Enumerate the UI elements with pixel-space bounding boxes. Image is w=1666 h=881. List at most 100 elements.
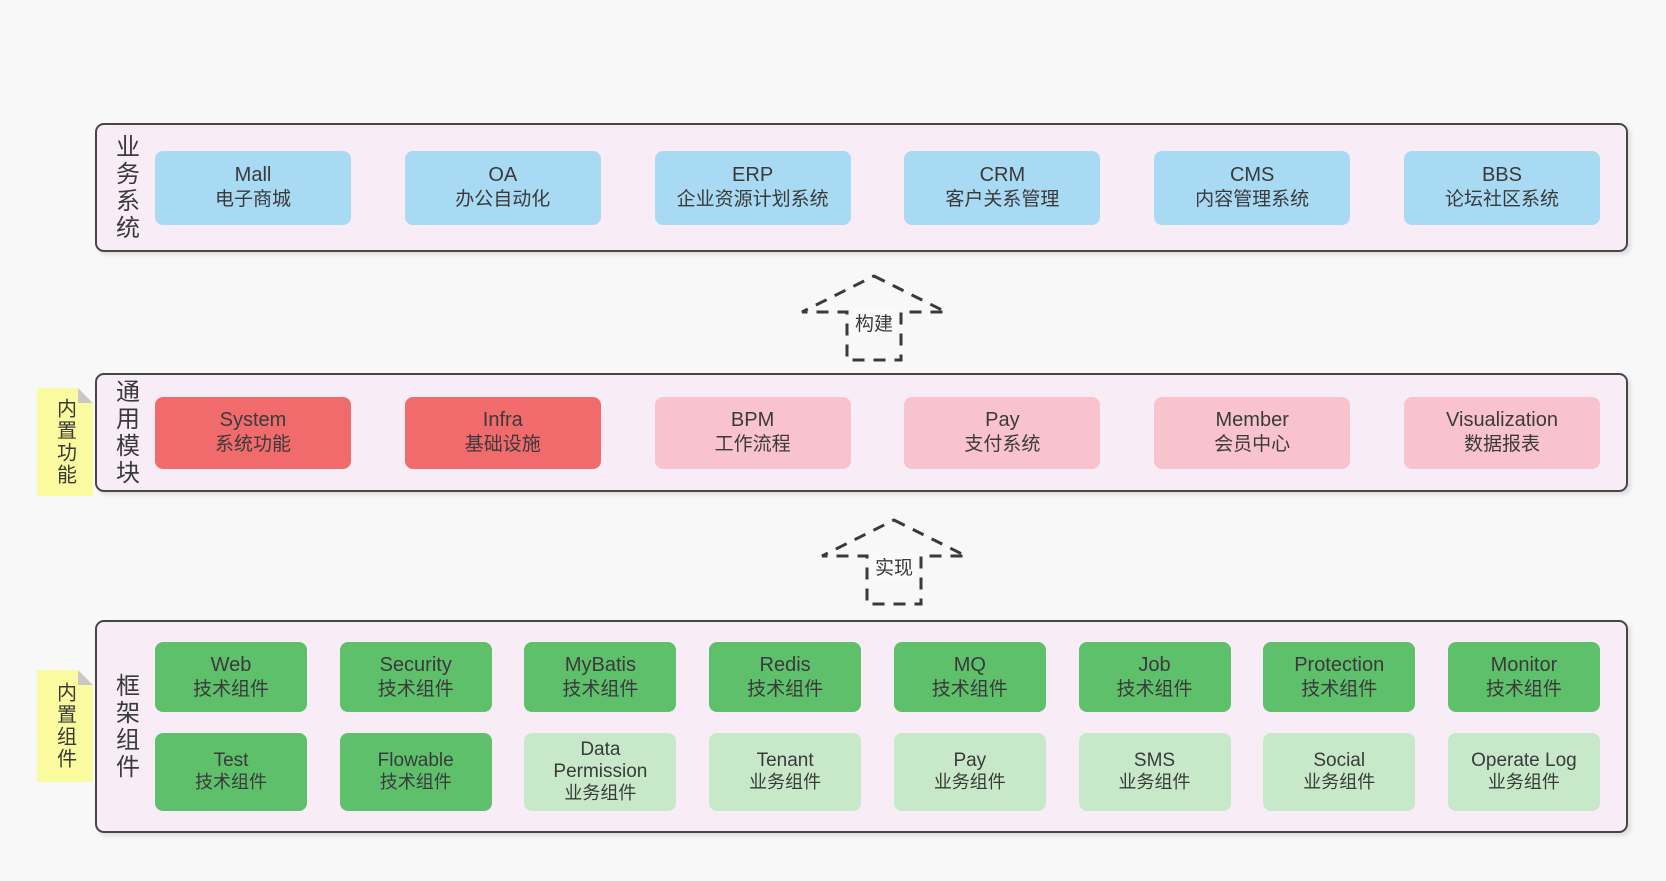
module-nodes: System 系统功能 Infra 基础设施 BPM 工作流程 Pay 支付系统…	[153, 375, 1626, 490]
node-title: Social	[1313, 749, 1366, 771]
node-subtitle: 支付系统	[964, 434, 1041, 456]
node-protection: Protection 技术组件	[1263, 642, 1416, 713]
node-sms: SMS 业务组件	[1078, 732, 1231, 811]
node-subtitle: 基础设施	[464, 434, 541, 456]
arrow-build-label: 构建	[850, 308, 898, 337]
node-subtitle: 技术组件	[192, 678, 269, 700]
node-title: Job	[1138, 653, 1171, 676]
node-subtitle: 技术组件	[1301, 678, 1378, 700]
node-subtitle: 业务组件	[1118, 771, 1191, 792]
node-title: CRM	[979, 164, 1026, 187]
layer-label-modules: 通用模块	[111, 378, 139, 487]
node-subtitle: 技术组件	[379, 771, 452, 792]
node-visualization: Visualization 数据报表	[1403, 396, 1600, 469]
node-job: Job 技术组件	[1078, 642, 1231, 713]
sticky-note-built-in-features: 内置功能	[37, 388, 93, 496]
component-row-1: Web 技术组件 Security 技术组件 MyBatis 技术组件 Redi…	[155, 642, 1600, 713]
dashed-up-arrow-icon	[801, 274, 947, 362]
node-title: System	[219, 409, 287, 432]
node-pay-module: Pay 支付系统	[904, 396, 1101, 469]
node-subtitle: 业务组件	[1303, 771, 1376, 792]
node-subtitle: 技术组件	[562, 678, 639, 700]
node-subtitle: 内容管理系统	[1195, 189, 1310, 211]
node-subtitle: 技术组件	[1116, 678, 1193, 700]
arrow-implement: 实现	[818, 516, 970, 608]
sticky-note-built-in-components: 内置组件	[37, 670, 93, 782]
node-subtitle: 技术组件	[377, 678, 454, 700]
node-monitor: Monitor 技术组件	[1447, 642, 1600, 713]
node-title: Mall	[234, 164, 272, 187]
layer-business-systems: 业务系统 Mall 电子商城 OA 办公自动化 ERP 企业资源计划系统 CRM…	[95, 123, 1628, 252]
component-row-2: Test 技术组件 Flowable 技术组件 Data Permission …	[155, 732, 1600, 811]
node-title: OA	[488, 164, 518, 187]
node-subtitle: 业务组件	[749, 771, 822, 792]
node-subtitle: 技术组件	[747, 678, 824, 700]
node-mall: Mall 电子商城	[155, 150, 351, 225]
node-subtitle: 企业资源计划系统	[676, 189, 829, 211]
component-nodes: Web 技术组件 Security 技术组件 MyBatis 技术组件 Redi…	[153, 622, 1626, 831]
arrow-build: 构建	[798, 272, 950, 364]
node-title: BPM	[730, 409, 775, 432]
folded-corner-icon	[78, 670, 93, 685]
node-system: System 系统功能	[155, 396, 351, 469]
node-title: Web	[210, 653, 252, 676]
layer-framework-components: 框架组件 Web 技术组件 Security 技术组件 MyBatis 技术组件…	[95, 620, 1628, 833]
node-subtitle: 电子商城	[214, 189, 291, 211]
node-bbs: BBS 论坛社区系统	[1403, 150, 1600, 225]
node-title: Test	[213, 749, 249, 771]
node-title: MyBatis	[564, 653, 636, 676]
sticky-label: 内置功能	[53, 398, 76, 486]
node-subtitle: 数据报表	[1463, 434, 1540, 456]
node-data-permission: Data Permission 业务组件	[524, 732, 677, 811]
node-mq: MQ 技术组件	[893, 642, 1046, 713]
node-subtitle: 技术组件	[1485, 678, 1562, 700]
node-title: Security	[379, 653, 452, 676]
node-infra: Infra 基础设施	[404, 396, 601, 469]
node-subtitle: 工作流程	[714, 434, 791, 456]
node-flowable: Flowable 技术组件	[339, 732, 492, 811]
node-title: CMS	[1229, 164, 1275, 187]
node-title: Pay	[953, 749, 987, 771]
layer-label-business: 业务系统	[111, 133, 139, 242]
node-title: Redis	[759, 653, 811, 676]
node-title: Member	[1215, 409, 1289, 432]
node-title: Operate Log	[1471, 749, 1577, 771]
node-title: Data Permission	[553, 739, 648, 782]
node-title: MQ	[953, 653, 986, 676]
layer-label-components: 框架组件	[111, 672, 139, 781]
node-security: Security 技术组件	[339, 642, 492, 713]
node-operate-log: Operate Log 业务组件	[1447, 732, 1600, 811]
node-title: Infra	[482, 409, 523, 432]
sticky-label: 内置组件	[53, 682, 76, 770]
node-oa: OA 办公自动化	[404, 150, 601, 225]
node-redis: Redis 技术组件	[709, 642, 862, 713]
node-subtitle: 论坛社区系统	[1444, 189, 1559, 211]
node-subtitle: 技术组件	[195, 771, 267, 792]
node-pay-component: Pay 业务组件	[893, 732, 1046, 811]
node-title: SMS	[1133, 749, 1176, 771]
node-bpm: BPM 工作流程	[654, 396, 851, 469]
node-subtitle: 业务组件	[564, 782, 637, 803]
node-title: Visualization	[1446, 409, 1558, 432]
node-subtitle: 业务组件	[1487, 771, 1560, 792]
arrow-implement-label: 实现	[870, 552, 918, 581]
node-tenant: Tenant 业务组件	[709, 732, 862, 811]
node-subtitle: 技术组件	[931, 678, 1008, 700]
node-test: Test 技术组件	[155, 732, 307, 811]
node-crm: CRM 客户关系管理	[904, 150, 1101, 225]
node-title: Protection	[1294, 653, 1385, 676]
layer-common-modules: 通用模块 System 系统功能 Infra 基础设施 BPM 工作流程 Pay…	[95, 373, 1628, 492]
folded-corner-icon	[78, 388, 93, 403]
business-nodes: Mall 电子商城 OA 办公自动化 ERP 企业资源计划系统 CRM 客户关系…	[153, 125, 1626, 250]
node-subtitle: 办公自动化	[455, 189, 551, 211]
node-title: ERP	[732, 164, 774, 187]
node-cms: CMS 内容管理系统	[1154, 150, 1351, 225]
node-title: Flowable	[377, 749, 454, 771]
node-subtitle: 业务组件	[933, 771, 1006, 792]
node-subtitle: 会员中心	[1214, 434, 1291, 456]
node-erp: ERP 企业资源计划系统	[654, 150, 851, 225]
node-title: Tenant	[756, 749, 814, 771]
node-web: Web 技术组件	[155, 642, 307, 713]
node-mybatis: MyBatis 技术组件	[524, 642, 677, 713]
